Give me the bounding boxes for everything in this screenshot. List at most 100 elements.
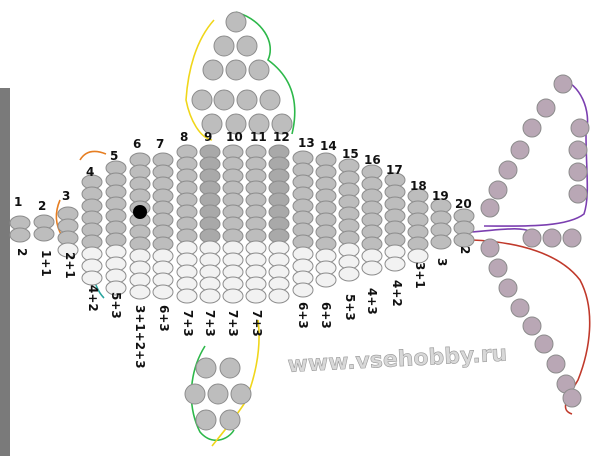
bottom-count-13: 6+3: [319, 302, 333, 329]
top-fin-bead: [226, 12, 246, 32]
body-bead: [200, 289, 220, 303]
col-number-17: 17: [386, 163, 403, 177]
tail-lower-bead: [481, 239, 499, 257]
col-number-12: 12: [273, 130, 290, 144]
top-fin-bead: [214, 36, 234, 56]
body-bead: [293, 283, 313, 297]
top-fin-bead: [249, 60, 269, 80]
bottom-count-15: 4+3: [365, 288, 379, 315]
body-bead: [82, 271, 102, 285]
tail-lower-bead: [535, 335, 553, 353]
tail-lower-bead: [563, 389, 581, 407]
bottom-count-11: 7+3: [250, 310, 264, 337]
bottom-count-1: 2: [15, 248, 29, 256]
bottom-count-19: 2: [458, 246, 472, 254]
body-bead: [153, 285, 173, 299]
fish-eye: [133, 205, 147, 219]
bottom-fin-bead: [231, 384, 251, 404]
bottom-fin-bead: [220, 410, 240, 430]
tail-upper-bead: [523, 229, 541, 247]
bottom-count-4: 4+2: [86, 285, 100, 312]
bottom-count-16: 4+2: [390, 280, 404, 307]
body-bead: [10, 228, 30, 242]
col-number-13: 13: [298, 136, 315, 150]
col-number-11: 11: [250, 130, 267, 144]
bottom-count-8: 7+3: [181, 310, 195, 337]
body-bead: [246, 289, 266, 303]
tail-upper-bead: [543, 229, 561, 247]
bottom-count-6: 3+1+2+3: [133, 305, 147, 369]
tail-upper-bead: [511, 141, 529, 159]
tail-upper-bead: [569, 185, 587, 203]
bottom-count-5: 5+3: [109, 292, 123, 319]
bottom-fin-bead: [208, 384, 228, 404]
col-number-7: 7: [156, 137, 164, 151]
bottom-count-9: 7+3: [203, 310, 217, 337]
col-number-10: 10: [226, 130, 243, 144]
top-fin-bead: [237, 90, 257, 110]
tail-lower-bead: [547, 355, 565, 373]
tail-upper-bead: [554, 75, 572, 93]
col-number-20: 20: [455, 197, 472, 211]
col-number-16: 16: [364, 153, 381, 167]
tail-upper-bead: [537, 99, 555, 117]
body-bead: [385, 257, 405, 271]
purple-thread-tail: [470, 229, 532, 232]
top-fin-bead: [214, 90, 234, 110]
col-number-9: 9: [204, 130, 212, 144]
body-bead: [362, 261, 382, 275]
body-bead: [130, 285, 150, 299]
tail-lower-bead: [523, 317, 541, 335]
col-number-6: 6: [133, 137, 141, 151]
col-number-1: 1: [14, 195, 22, 209]
bottom-fin-bead: [196, 410, 216, 430]
top-fin-bead: [226, 60, 246, 80]
tail-upper-bead: [569, 163, 587, 181]
bottom-count-3: 2+1: [63, 252, 77, 279]
body-bead: [339, 267, 359, 281]
top-fin-bead: [203, 60, 223, 80]
col-number-15: 15: [342, 147, 359, 161]
top-fin-bead: [237, 36, 257, 56]
tail-upper-bead: [489, 181, 507, 199]
col-number-3: 3: [62, 189, 70, 203]
col-number-5: 5: [110, 149, 118, 163]
bottom-count-10: 7+3: [226, 310, 240, 337]
orange-thread-head: [80, 152, 106, 160]
body-bead: [431, 235, 451, 249]
tail-upper-bead: [569, 141, 587, 159]
tail-upper-bead: [499, 161, 517, 179]
body-bead: [316, 273, 336, 287]
body-bead: [269, 289, 289, 303]
col-number-4: 4: [86, 165, 94, 179]
col-number-8: 8: [180, 130, 188, 144]
bottom-fin-bead: [185, 384, 205, 404]
body-bead: [177, 289, 197, 303]
col-number-18: 18: [410, 179, 427, 193]
body-bead: [454, 233, 474, 247]
bottom-count-18: 3: [435, 258, 449, 266]
tail-lower-bead: [499, 279, 517, 297]
watermark-text: www.vsehobby.ru: [287, 342, 508, 378]
tail-upper-bead: [481, 199, 499, 217]
bottom-count-17: 3+1: [413, 262, 427, 289]
tail-lower-bead: [489, 259, 507, 277]
tail-upper-bead: [571, 119, 589, 137]
tail-lower-bead: [511, 299, 529, 317]
bottom-count-12: 6+3: [296, 302, 310, 329]
body-bead: [408, 249, 428, 263]
bottom-count-14: 5+3: [343, 294, 357, 321]
top-fin-bead: [192, 90, 212, 110]
top-fin-bead: [260, 90, 280, 110]
col-number-19: 19: [432, 189, 449, 203]
bottom-fin-bead: [220, 358, 240, 378]
col-number-2: 2: [38, 199, 46, 213]
bottom-count-2: 1+1: [39, 250, 53, 277]
col-number-14: 14: [320, 139, 337, 153]
tail-upper-bead: [563, 229, 581, 247]
bottom-fin-bead: [196, 358, 216, 378]
bottom-count-7: 6+3: [157, 305, 171, 332]
body-bead: [34, 227, 54, 241]
